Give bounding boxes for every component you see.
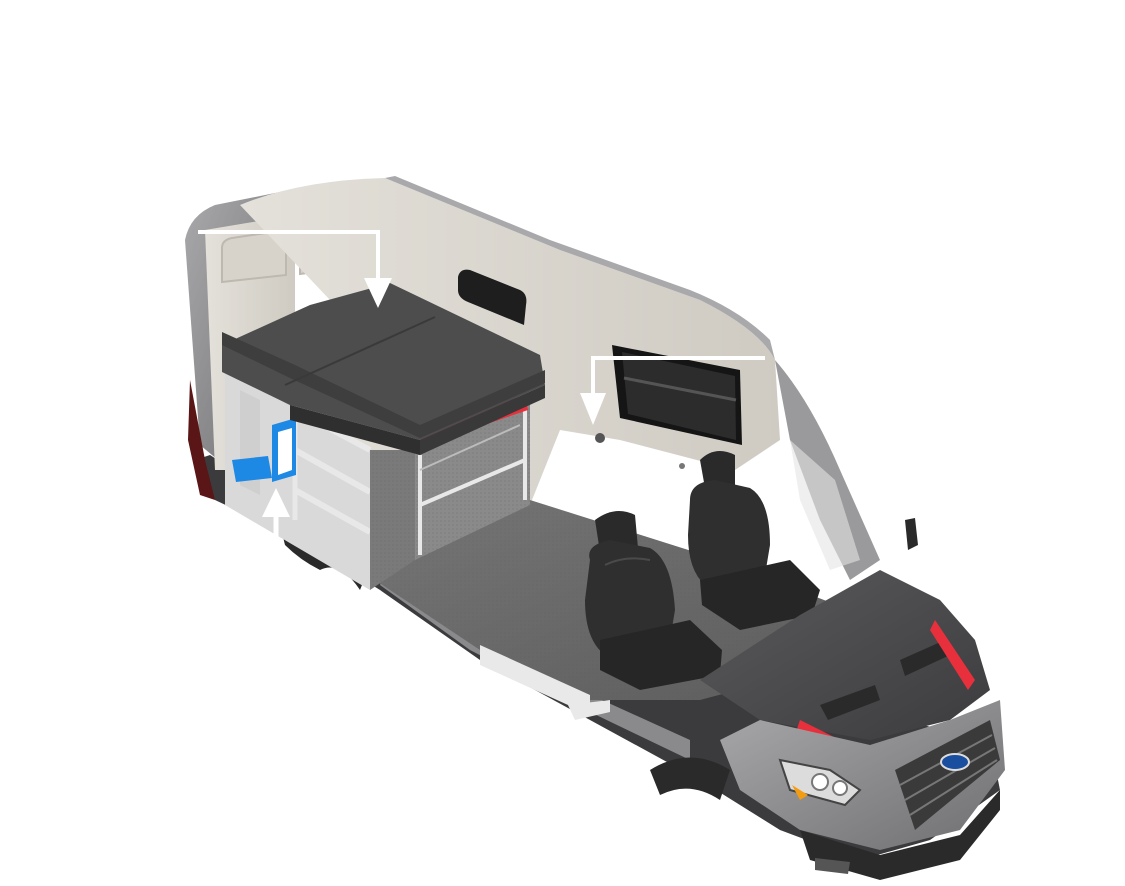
wall-arrow-line — [591, 356, 765, 400]
wall-arrow — [580, 356, 765, 425]
arrow-down-icon — [580, 393, 606, 425]
arrow-up-icon — [262, 488, 290, 517]
rear-seat — [585, 511, 722, 690]
front-seat — [688, 451, 820, 630]
cab-front — [700, 360, 1005, 880]
bed-arrow — [198, 230, 392, 308]
arrow-down-icon — [364, 278, 392, 308]
bed-arrow-line — [198, 230, 380, 285]
bed-mattress — [222, 283, 545, 455]
storage-arrow — [262, 488, 290, 548]
